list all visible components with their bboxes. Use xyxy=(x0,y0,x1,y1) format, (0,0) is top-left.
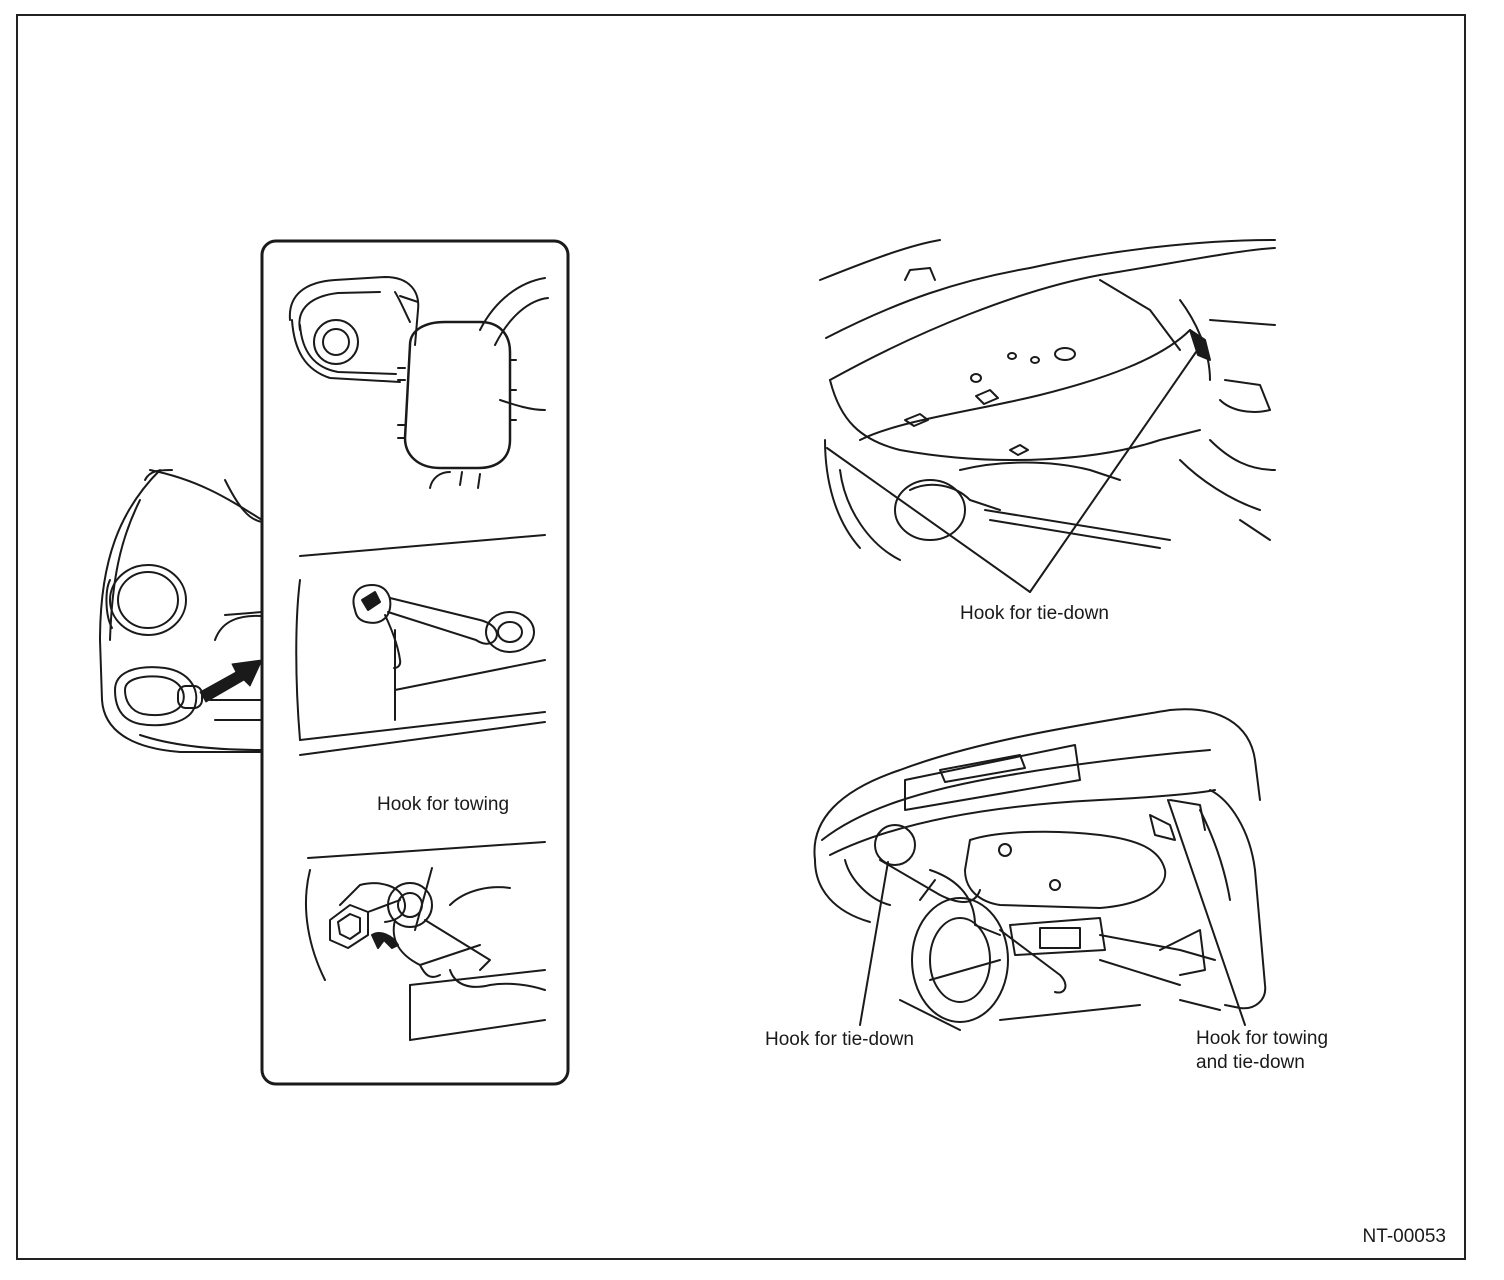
tiedown-leader-line-2 xyxy=(1029,351,1197,593)
label-hook-for-towing-front: Hook for towing xyxy=(377,794,510,815)
tiedown-leader-line-1 xyxy=(826,447,1031,593)
step2-insert-illustration xyxy=(295,534,546,756)
steps-panel xyxy=(260,239,570,1086)
rear-underbody-illustration xyxy=(813,708,1267,1031)
figure-frame xyxy=(16,14,1466,1260)
car-front-illustration xyxy=(99,469,263,753)
figure-code: NT-00053 xyxy=(1362,1226,1446,1247)
front-underbody-illustration xyxy=(819,239,1276,593)
arrow-icon xyxy=(199,659,263,703)
step3-screw-illustration xyxy=(304,841,546,1041)
towing-hook-leader-line xyxy=(414,867,433,931)
towing-hook-cover-icon xyxy=(177,685,203,709)
towing-tiedown-rear-leader-line xyxy=(1167,799,1246,1026)
step1-cover-illustration xyxy=(288,276,549,489)
label-hook-for-tie-down-rear: Hook for tie-down xyxy=(765,1029,914,1050)
label-hook-for-towing-and-tie-down: Hook for towing and tie-down xyxy=(1196,1028,1329,1073)
label-hook-for-tie-down-front: Hook for tie-down xyxy=(960,603,1109,624)
tiedown-rear-leader-line xyxy=(859,861,889,1026)
